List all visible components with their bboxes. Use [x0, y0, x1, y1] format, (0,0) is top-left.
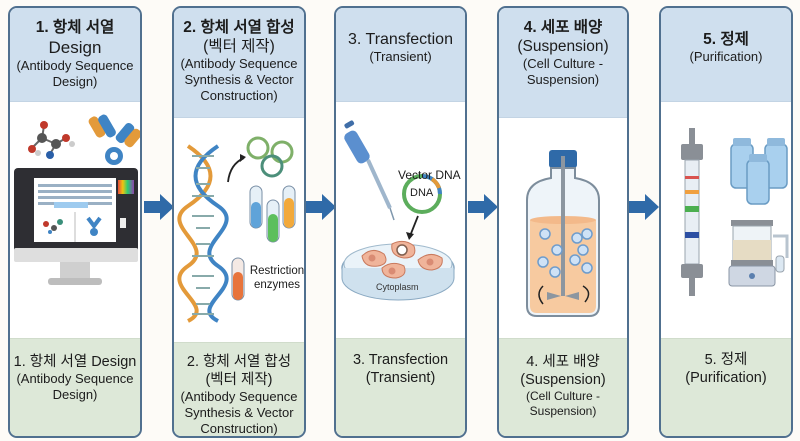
pipette-icon — [344, 120, 395, 221]
cytoplasm-label: Cytoplasm — [376, 282, 419, 292]
curved-arrow-icon — [227, 157, 245, 183]
step-footer: 1. 항체 서열 Design (Antibody Sequence Desig… — [10, 338, 140, 436]
step-footer: 2. 항체 서열 합성 (벡터 제작) (Antibody Sequence S… — [174, 342, 304, 436]
step-header: 2. 항체 서열 합성 (벡터 제작) (Antibody Sequence S… — [174, 8, 304, 118]
petri-dish-icon — [341, 240, 455, 301]
test-tubes-icon — [231, 185, 296, 301]
step-header: 1. 항체 서열 Design (Antibody Sequence Desig… — [10, 8, 140, 102]
arrow-down-icon — [409, 215, 419, 237]
footer-title: 2. 항체 서열 합성 — [186, 354, 292, 370]
restriction-enzymes-label: Restriction enzymes — [249, 265, 305, 291]
step-header: 4. 세포 배양 (Suspension) (Cell Culture - Su… — [499, 8, 627, 118]
step-header: 5. 정제 (Purification) — [661, 8, 791, 102]
step-title: 4. 세포 배양 — [523, 19, 603, 36]
step-title-en: Design — [48, 38, 102, 57]
step-title: 1. 항체 서열 — [35, 19, 115, 36]
step-title-ko-sub: (벡터 제작) — [203, 38, 275, 55]
step-header: 3. Transfection (Transient) — [336, 8, 465, 102]
bioreactor-flask-icon — [526, 150, 600, 317]
footer-title: 4. 세포 배양 — [526, 354, 600, 370]
bioreactor-illustration — [499, 126, 627, 346]
step-card-design: 1. 항체 서열 Design (Antibody Sequence Desig… — [8, 6, 142, 438]
transfection-illustration: Vector DNA DNA Cytoplasm — [336, 108, 465, 338]
computer-monitor-icon — [14, 168, 138, 285]
footer-subtitle: (Cell Culture - Suspension) — [525, 389, 600, 418]
molecule-icon — [28, 121, 75, 159]
footer-title: 5. 정제 — [704, 352, 748, 368]
step-subtitle: (Transient) — [369, 49, 432, 64]
step-subtitle: (Antibody Sequence Design) — [16, 58, 134, 89]
footer-subtitle: (Antibody Sequence Design) — [16, 371, 134, 402]
step-title-en: (Suspension) — [517, 38, 609, 55]
filtration-device-icon — [728, 220, 789, 287]
dna-helix-icon — [177, 144, 229, 323]
footer-title: 3. Transfection — [352, 352, 449, 368]
footer-title-en: (Suspension) — [520, 372, 606, 388]
arrow-right-icon — [144, 194, 174, 220]
plasmid-rings-icon — [246, 136, 294, 178]
step-footer: 5. 정제 (Purification) — [661, 338, 791, 436]
step-footer: 3. Transfection (Transient) — [336, 338, 465, 436]
purification-illustration — [661, 108, 791, 338]
vector-dna-label: Vector DNA — [398, 168, 461, 182]
antibody-design-illustration — [10, 108, 140, 338]
step-card-synthesis: 2. 항체 서열 합성 (벡터 제작) (Antibody Sequence S… — [172, 6, 306, 438]
step-card-transfection: 3. Transfection (Transient) — [334, 6, 467, 438]
antibody-icon — [88, 114, 140, 165]
footer-subtitle: (Antibody Sequence Synthesis & Vector Co… — [180, 389, 298, 436]
footer-subtitle: (Transient) — [365, 370, 436, 386]
footer-title: 1. 항체 서열 Design — [13, 354, 137, 370]
dna-label: DNA — [410, 187, 434, 199]
chromatography-column-icon — [681, 128, 703, 296]
arrow-right-icon — [629, 194, 659, 220]
step-title: 2. 항체 서열 합성 — [183, 19, 295, 36]
dna-synthesis-illustration: Restriction enzymes — [174, 126, 304, 346]
step-subtitle: (Purification) — [689, 49, 763, 64]
step-footer: 4. 세포 배양 (Suspension) (Cell Culture - Su… — [499, 338, 627, 436]
step-title: 5. 정제 — [703, 31, 749, 48]
vector-dna-plasmid-icon — [402, 174, 442, 214]
step-card-purification: 5. 정제 (Purification) — [659, 6, 793, 438]
footer-title-sub: (벡터 제작) — [205, 372, 273, 388]
step-title: 3. Transfection — [348, 31, 453, 48]
footer-subtitle: (Purification) — [685, 370, 767, 386]
arrow-right-icon — [468, 194, 498, 220]
arrow-right-icon — [306, 194, 336, 220]
step-card-cell-culture: 4. 세포 배양 (Suspension) (Cell Culture - Su… — [497, 6, 629, 438]
step-subtitle: (Cell Culture - Suspension) — [522, 56, 604, 87]
vials-icon — [730, 138, 788, 205]
step-subtitle: (Antibody Sequence Synthesis & Vector Co… — [180, 56, 298, 103]
